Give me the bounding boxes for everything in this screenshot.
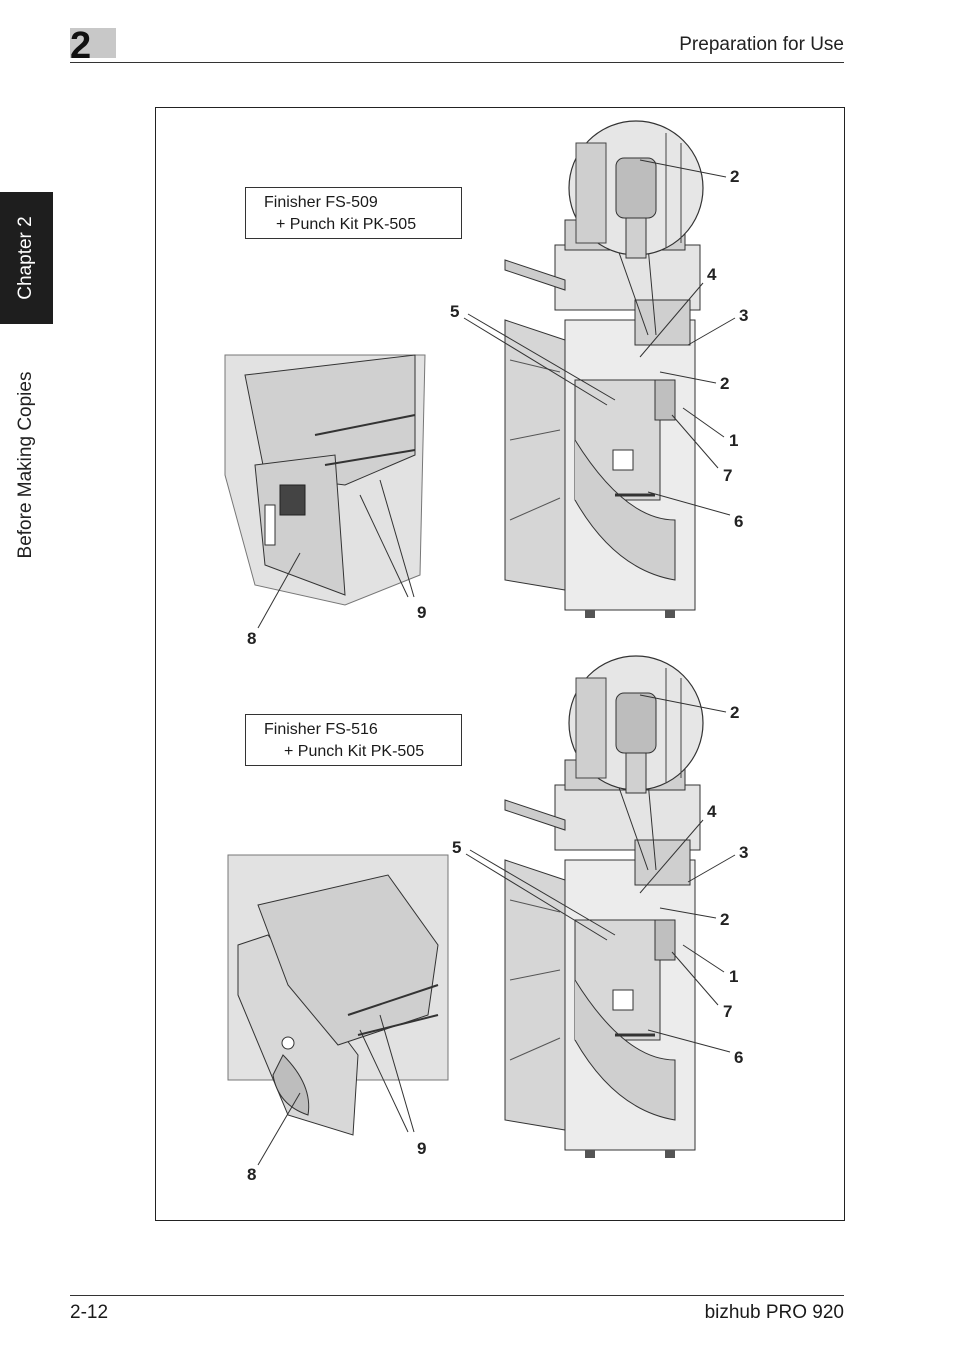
finisher-machine-2 [503,758,702,1160]
callout-number: 9 [417,603,427,622]
figure-1-drawings [224,120,736,629]
callout-number: 6 [734,1048,744,1067]
callout-number: 8 [247,1165,257,1184]
callout-number: 5 [452,838,462,857]
callout-number: 4 [707,802,717,821]
callout-number: 2 [720,910,730,929]
footer-rule [70,1295,844,1296]
punch-kit-closeup-1 [224,354,426,606]
punch-kit-closeup-2 [227,854,449,1136]
callout-number: 8 [247,629,257,648]
chapter-number: 2 [70,25,92,67]
callout-number: 6 [734,512,744,531]
finisher-label-2-line1: Finisher FS-516 [264,721,378,738]
header-rule [70,62,844,63]
finisher-label-1-line2: + Punch Kit PK-505 [276,216,417,233]
page-number: 2-12 [70,1302,109,1323]
figure-2-drawings [227,655,736,1166]
product-name: bizhub PRO 920 [704,1302,844,1323]
finisher-label-box-1: Finisher FS-509 + Punch Kit PK-505 [245,187,462,239]
callout-number: 7 [723,466,733,485]
finisher-label-1-line1: Finisher FS-509 [264,194,378,211]
callout-number: 2 [730,703,740,722]
running-title: Preparation for Use [679,34,844,55]
callout-number: 2 [730,167,740,186]
callout-number: 4 [707,265,717,284]
callout-number: 5 [450,302,460,321]
callout-number: 3 [739,306,749,325]
finisher-label-box-2: Finisher FS-516 + Punch Kit PK-505 [245,714,462,766]
callout-number: 9 [417,1139,427,1158]
callout-number: 7 [723,1002,733,1021]
callout-number: 2 [720,374,730,393]
figure-frame [155,107,845,1221]
finisher-label-2-line2: + Punch Kit PK-505 [284,743,425,760]
callout-number: 1 [729,431,739,450]
finisher-machine-1 [503,218,702,620]
chapter-side-tab [0,192,53,324]
callout-number: 3 [739,843,749,862]
chapter-number-box [70,28,116,58]
callout-number: 1 [729,967,739,986]
